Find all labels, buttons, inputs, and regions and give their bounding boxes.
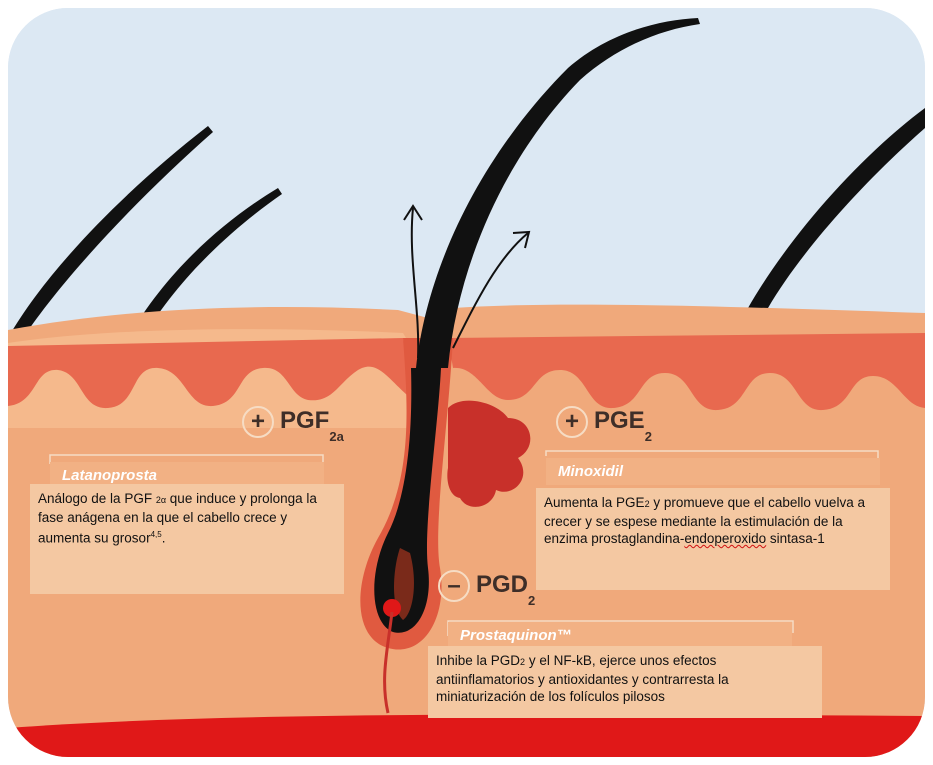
prostaquinon-heading: Prostaquinon™ <box>448 622 792 649</box>
plus-icon: + <box>242 406 274 438</box>
pgd-base: PGD <box>476 571 528 598</box>
minus-icon: – <box>438 570 470 602</box>
pge-label: + PGE2 <box>556 406 652 438</box>
prostaquinon-description: Inhibe la PGD2 y el NF-kB, ejerce unos e… <box>428 646 822 718</box>
pgf-base: PGF <box>280 407 329 434</box>
pgf-label: + PGF2a <box>242 406 344 438</box>
latanoprosta-description: Análogo de la PGF 2α que induce y prolon… <box>30 484 344 594</box>
pgd-subscript: 2 <box>528 593 535 608</box>
pgf-subscript: 2a <box>329 429 343 444</box>
pge-subscript: 2 <box>645 429 652 444</box>
plus-icon: + <box>556 406 588 438</box>
pgd-label: – PGD2 <box>438 570 535 602</box>
diagram-frame: + PGF2a Latanoprosta Análogo de la PGF 2… <box>8 8 925 757</box>
minoxidil-description: Aumenta la PGE2 y promueve que el cabell… <box>536 488 890 590</box>
minoxidil-heading: Minoxidil <box>546 458 880 485</box>
blood-vessel <box>8 714 925 757</box>
pge-base: PGE <box>594 407 645 434</box>
